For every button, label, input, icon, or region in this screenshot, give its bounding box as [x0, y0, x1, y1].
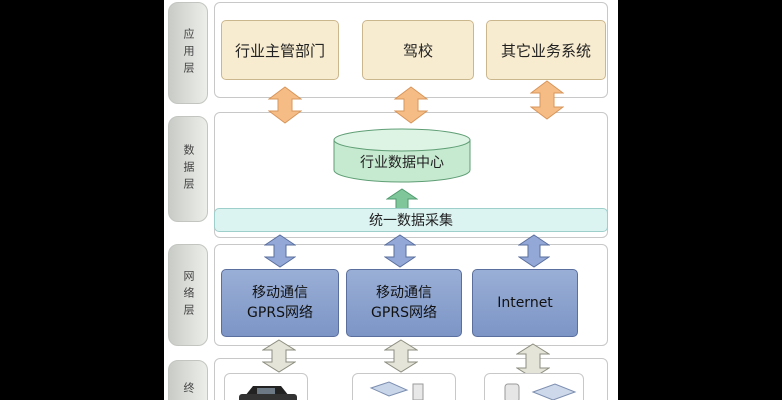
data-collection-label: 统一数据采集: [369, 213, 453, 229]
network-box-gprs-2-line2: GPRS网络: [371, 305, 437, 321]
data-layer-label: 数据层: [168, 116, 208, 222]
double-arrow-icon: [530, 80, 564, 120]
app-box-authority-label: 行业主管部门: [234, 41, 325, 60]
data-center-label: 行业数据中心: [360, 155, 444, 171]
database-cylinder-icon: [333, 128, 471, 183]
data-layer-text: 数据层: [182, 143, 195, 195]
double-arrow-icon: [262, 339, 296, 373]
terminal-layer-text: 终: [182, 381, 195, 399]
app-box-other-systems-label: 其它业务系统: [500, 41, 591, 60]
double-arrow-icon: [384, 234, 416, 268]
network-box-gprs-2-line1: 移动通信: [376, 285, 432, 301]
data-collection-bar: 统一数据采集: [214, 208, 608, 232]
network-layer-text: 网络层: [182, 269, 195, 321]
double-arrow-icon: [394, 86, 428, 124]
app-box-driving-school-label: 驾校: [402, 41, 433, 60]
terminal-device-car: [224, 373, 308, 400]
network-box-gprs-1-line2: GPRS网络: [247, 305, 313, 321]
computer-icon: [369, 381, 424, 400]
architecture-diagram: 应用层 数据层 网络层 终 行业主管部门 驾校 其它业务系统 行业数据中心: [164, 0, 618, 400]
network-box-gprs-1-line1: 移动通信: [252, 285, 308, 301]
network-layer-label: 网络层: [168, 244, 208, 346]
network-box-internet: Internet: [472, 269, 578, 337]
laptop-icon: [504, 383, 577, 400]
double-arrow-icon: [518, 234, 550, 268]
app-box-authority: 行业主管部门: [221, 20, 339, 80]
terminal-layer-label: 终: [168, 360, 208, 400]
double-arrow-icon: [384, 339, 418, 373]
application-layer-label: 应用层: [168, 2, 208, 104]
car-icon: [239, 386, 297, 400]
network-box-internet-line1: Internet: [497, 295, 553, 311]
network-box-gprs-2: 移动通信 GPRS网络: [346, 269, 462, 337]
app-box-driving-school: 驾校: [362, 20, 474, 80]
up-arrow-icon: [386, 188, 418, 210]
network-box-gprs-1: 移动通信 GPRS网络: [221, 269, 339, 337]
terminal-device-laptop: [484, 373, 584, 400]
double-arrow-icon: [268, 86, 302, 124]
app-box-other-systems: 其它业务系统: [486, 20, 606, 80]
application-layer-text: 应用层: [182, 27, 195, 79]
terminal-device-pc: [352, 373, 456, 400]
double-arrow-icon: [264, 234, 296, 268]
